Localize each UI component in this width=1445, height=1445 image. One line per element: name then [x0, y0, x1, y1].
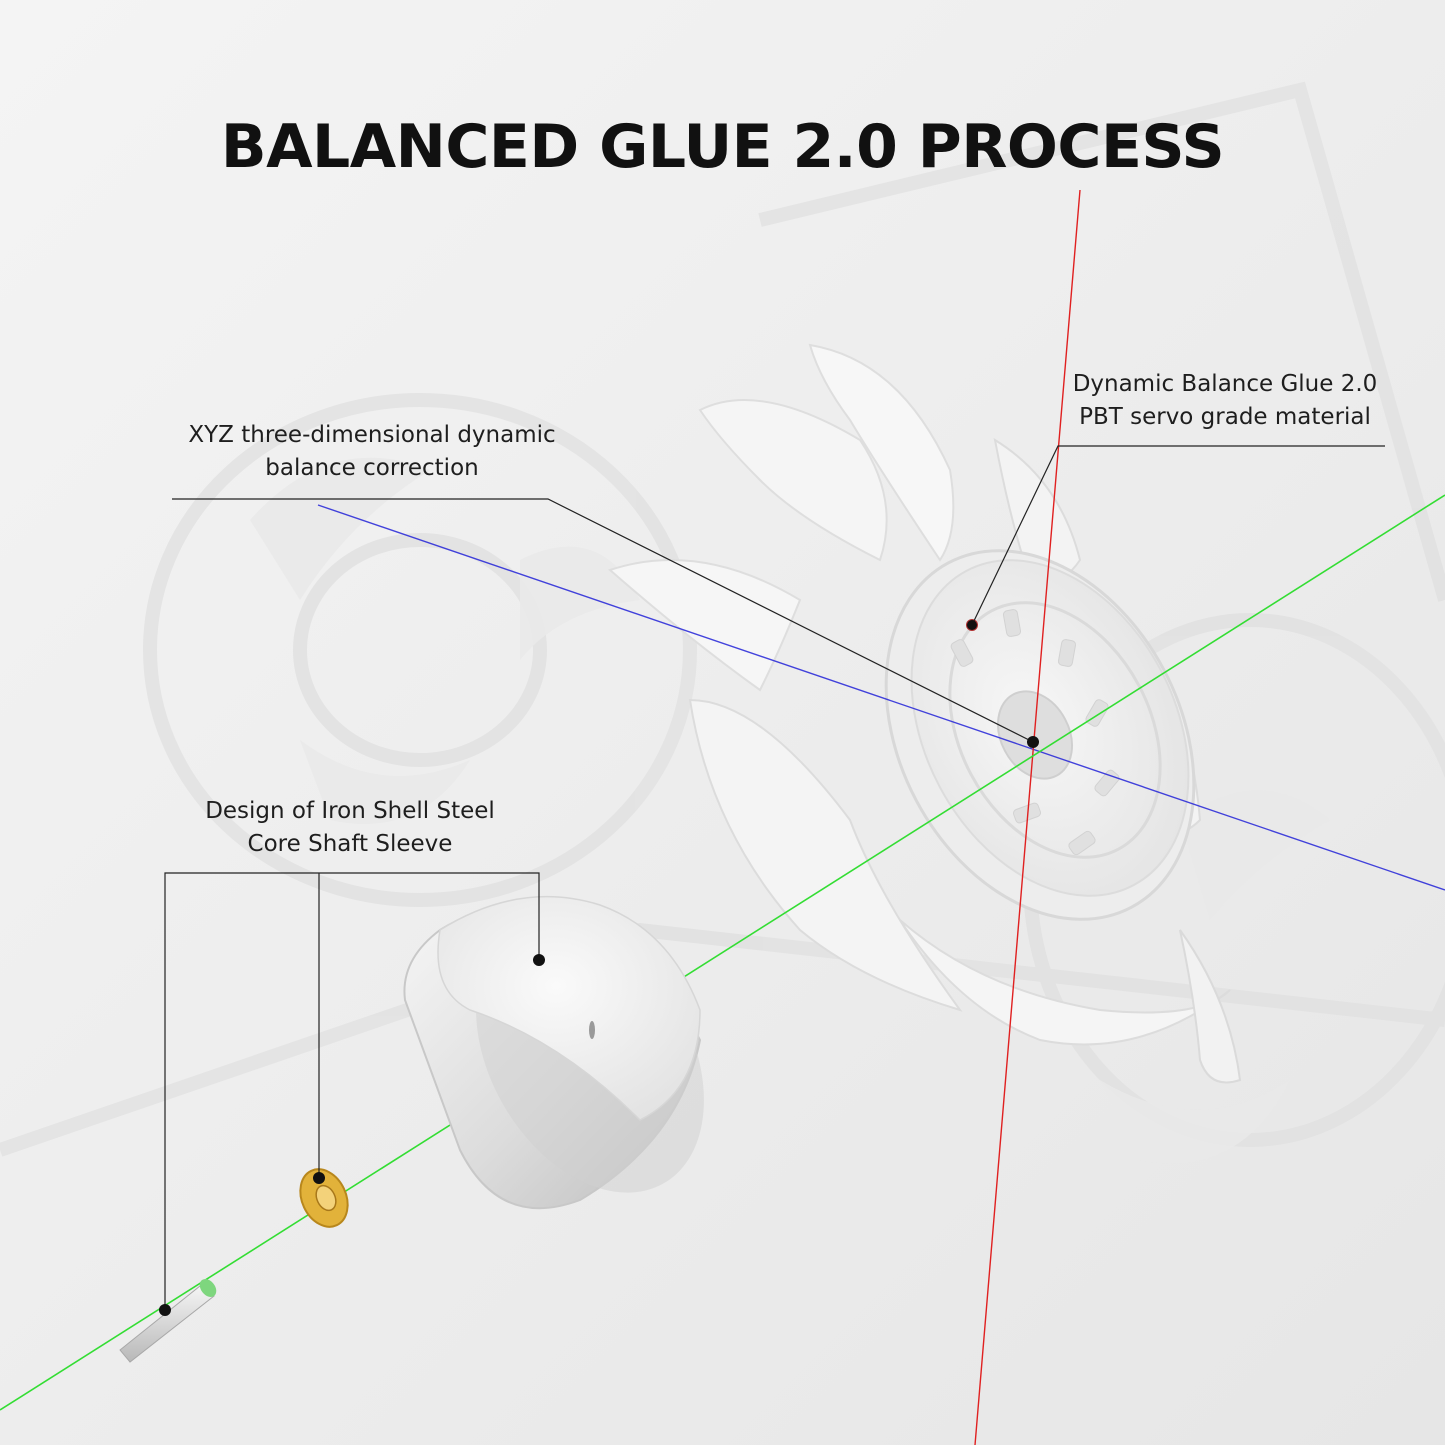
- xyz-leader-line: [172, 498, 1034, 743]
- steel-shaft-pin: [119, 1279, 217, 1363]
- sleeve-bracket-line: [164, 872, 540, 1310]
- callout-leaders: [164, 445, 1385, 1310]
- fan-blade: [608, 559, 802, 692]
- glue-callout-line1: Dynamic Balance Glue 2.0: [1072, 371, 1378, 397]
- bushing-dot: [313, 1172, 325, 1184]
- page-title: BALANCED GLUE 2.0 PROCESS: [220, 112, 1225, 182]
- brass-bushing: [299, 1168, 349, 1228]
- xyz-dot: [1027, 736, 1039, 748]
- glue-callout-line2: PBT servo grade material: [1079, 404, 1371, 430]
- fan-blade: [1179, 929, 1242, 1084]
- pin-dot: [159, 1304, 171, 1316]
- glue-leader-line: [971, 445, 1385, 626]
- motor-cap: [403, 895, 704, 1210]
- sleeve-callout-line2: Core Shaft Sleeve: [247, 831, 453, 857]
- callout-dots: [159, 620, 1039, 1316]
- cap-dot: [533, 954, 545, 966]
- z-axis-line: [0, 494, 1445, 1411]
- fan-blade: [698, 399, 888, 562]
- fan-blade: [808, 343, 955, 562]
- y-axis-line: [974, 189, 1081, 1445]
- sleeve-callout-label: Design of Iron Shell Steel Core Shaft Sl…: [150, 795, 550, 861]
- glue-dot-marker: [967, 620, 977, 630]
- x-axis-line: [317, 504, 1445, 891]
- glue-callout-label: Dynamic Balance Glue 2.0 PBT servo grade…: [1040, 368, 1410, 434]
- fan-hub-ring: [948, 601, 1162, 859]
- background-fan-blades: [250, 457, 1330, 1164]
- xyz-callout-line2: balance correction: [265, 455, 479, 481]
- fan-blade: [688, 698, 963, 1012]
- xyz-callout-line1: XYZ three-dimensional dynamic: [188, 422, 556, 448]
- sleeve-callout-line1: Design of Iron Shell Steel: [205, 798, 495, 824]
- xyz-callout-label: XYZ three-dimensional dynamic balance co…: [172, 419, 572, 485]
- fan-impeller: [608, 343, 1242, 1084]
